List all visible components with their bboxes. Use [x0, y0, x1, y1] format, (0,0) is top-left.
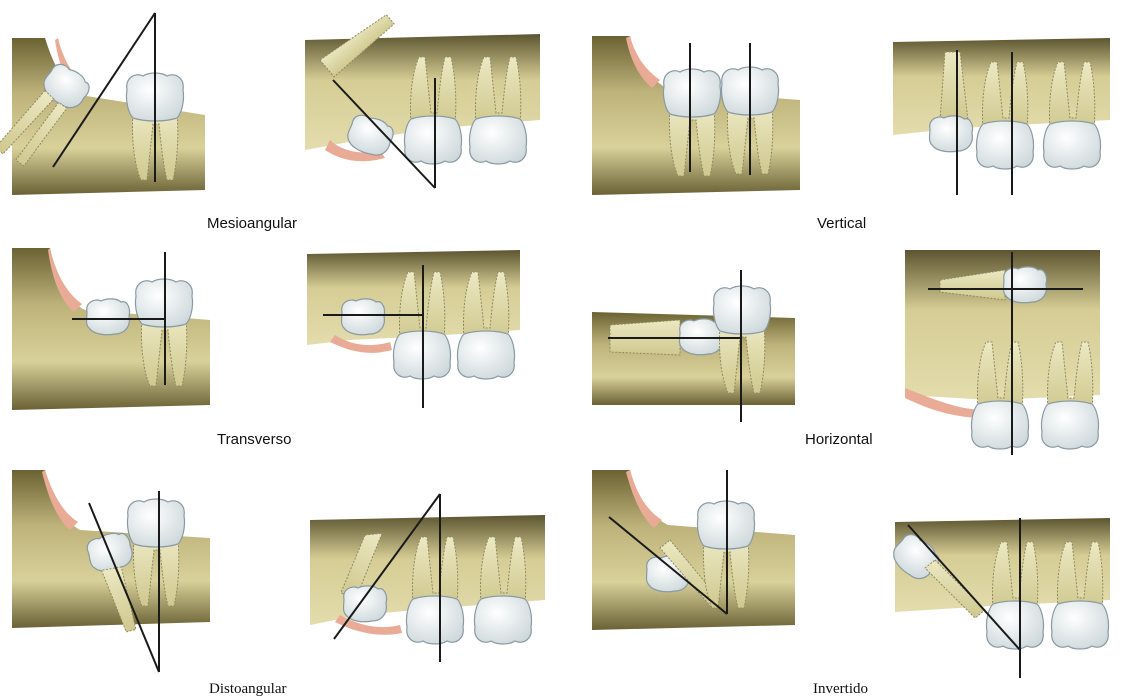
mesioangular-lower-jaw: [0, 13, 205, 195]
distoangular-upper-jaw: [310, 494, 545, 662]
mesioangular-upper-jaw: [305, 9, 540, 188]
caption-distoangular: Distoangular: [209, 681, 286, 697]
vertical-lower-jaw: [592, 36, 800, 195]
caption-transverso: Transverso: [217, 431, 291, 448]
caption-vertical: Vertical: [817, 215, 866, 232]
invertido-upper-jaw: [888, 518, 1110, 678]
caption-horizontal: Horizontal: [805, 431, 873, 448]
invertido-lower-jaw: [592, 470, 795, 630]
horizontal-lower-jaw: [592, 270, 795, 422]
distoangular-lower-jaw: [12, 470, 210, 672]
caption-mesioangular: Mesioangular: [207, 215, 297, 232]
vertical-upper-jaw: [893, 38, 1110, 195]
transverso-lower-jaw: [12, 248, 210, 410]
horizontal-upper-jaw: [905, 250, 1100, 455]
transverso-upper-jaw: [307, 250, 520, 408]
caption-invertido: Invertido: [813, 681, 868, 697]
